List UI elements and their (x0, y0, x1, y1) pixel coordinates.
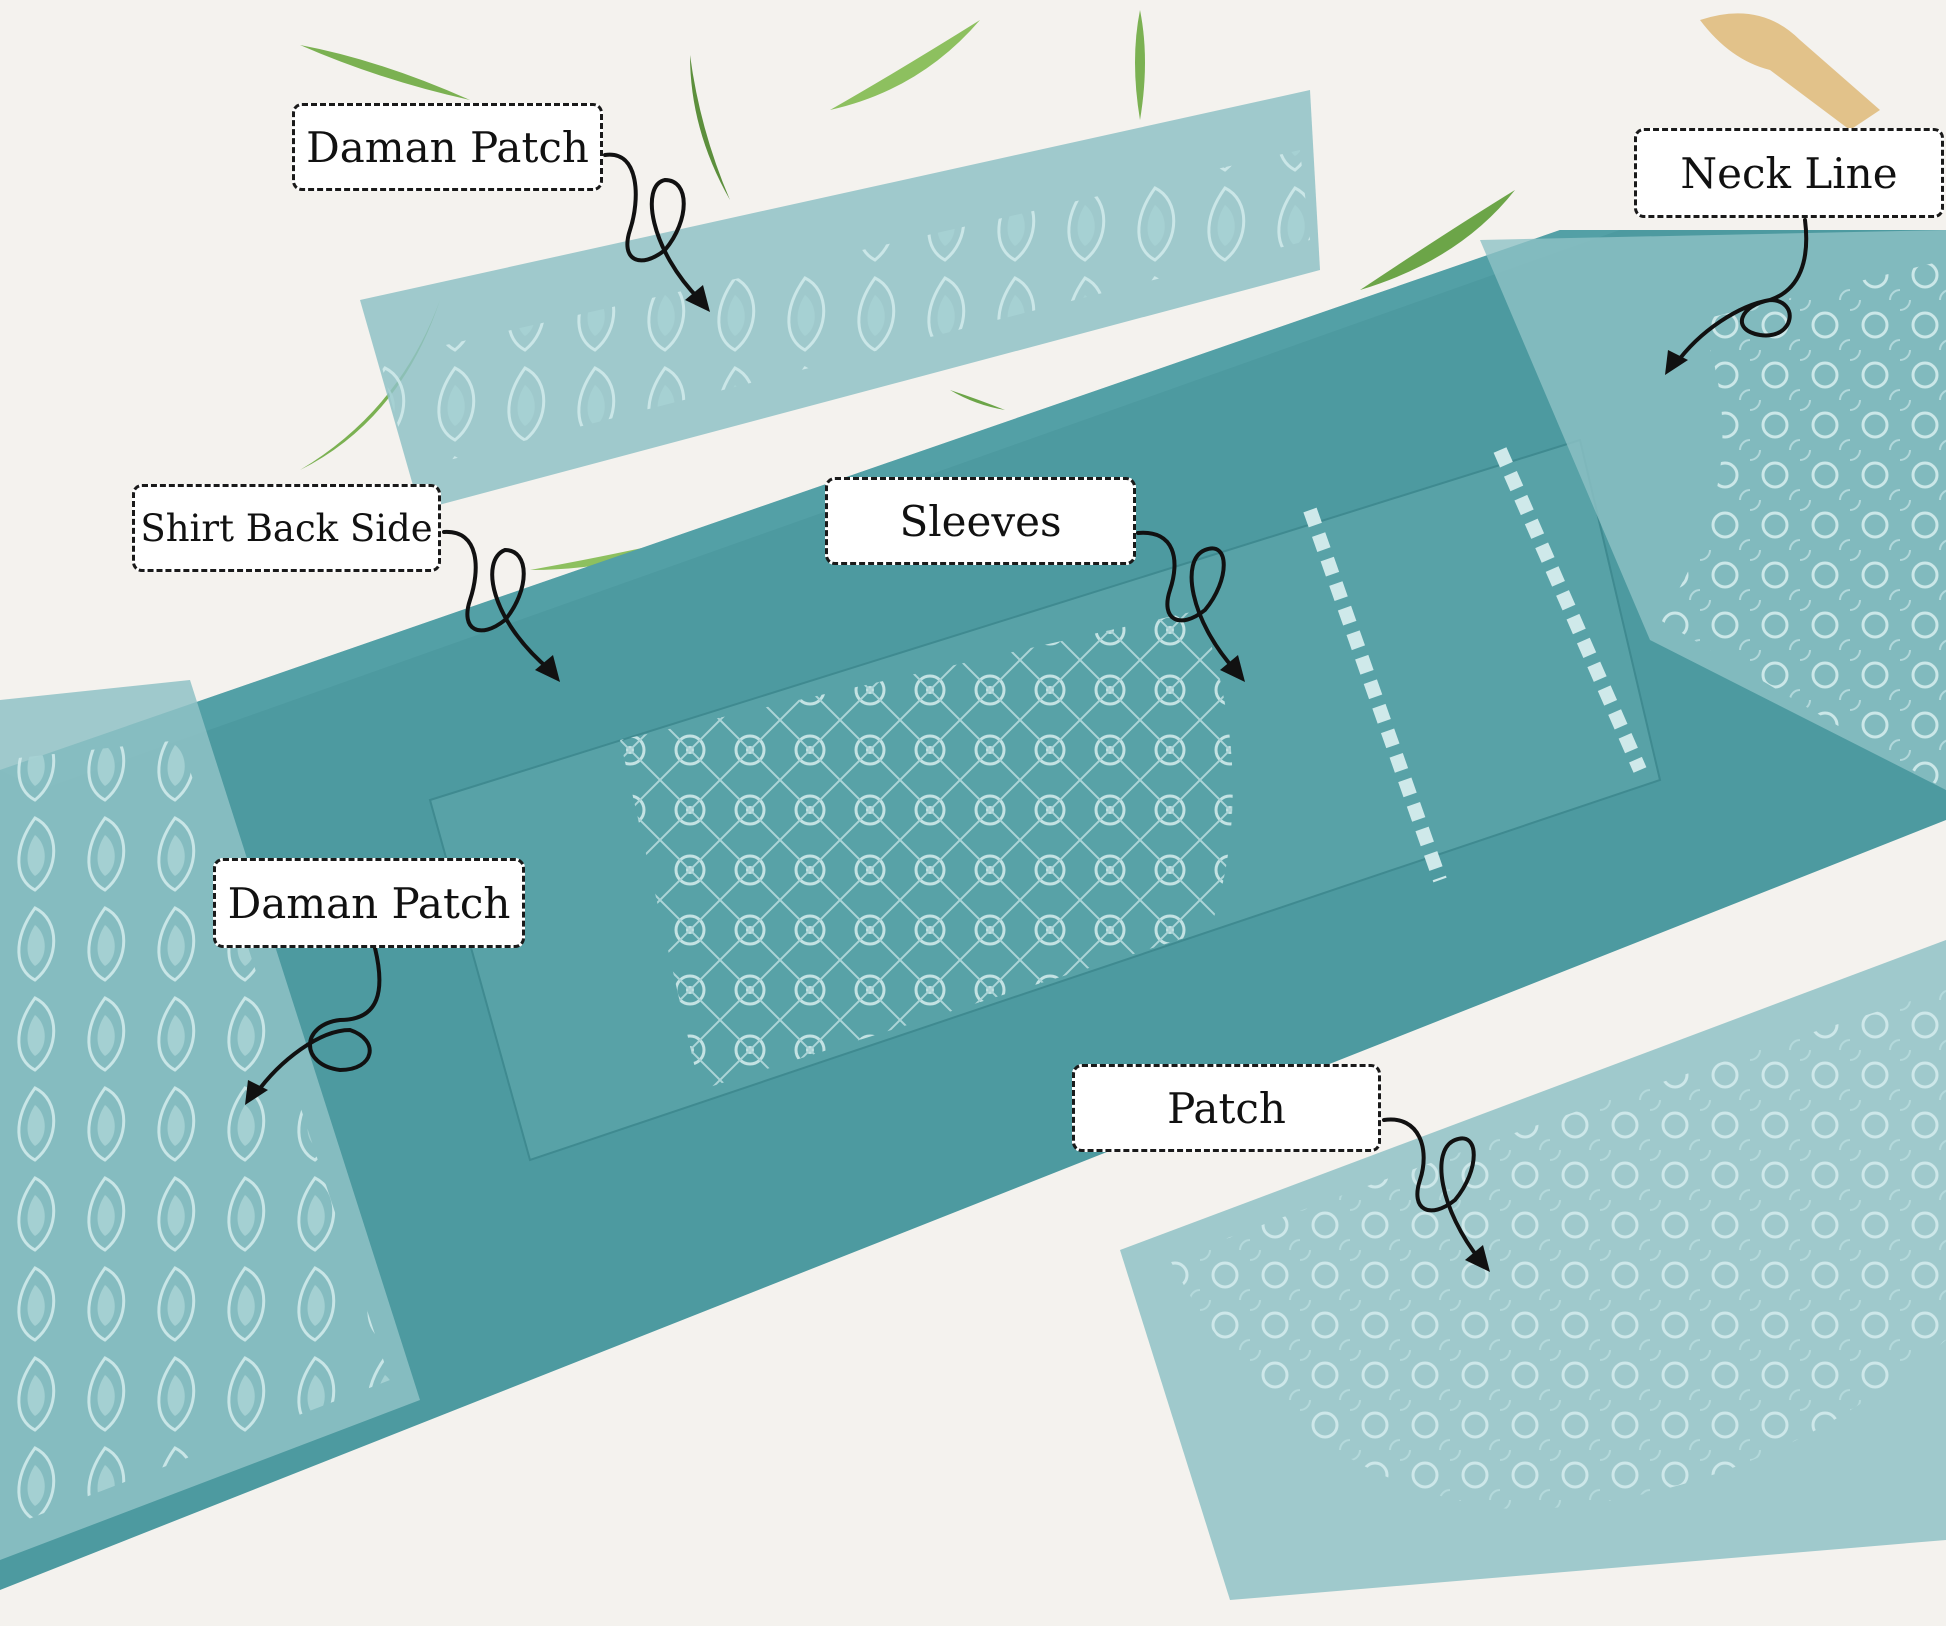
wooden-stick (1700, 13, 1880, 130)
callout-sleeves: Sleeves (825, 477, 1136, 565)
arrowheads (245, 285, 1688, 1272)
callout-daman-patch-top: Daman Patch (292, 103, 603, 191)
leaf-decorations (300, 10, 1515, 570)
callout-shirt-back-side: Shirt Back Side (132, 484, 441, 572)
callout-daman-patch-left: Daman Patch (213, 858, 525, 948)
callout-arrows (253, 152, 1809, 1262)
callout-patch: Patch (1072, 1064, 1381, 1152)
callout-neck-line: Neck Line (1634, 128, 1944, 218)
